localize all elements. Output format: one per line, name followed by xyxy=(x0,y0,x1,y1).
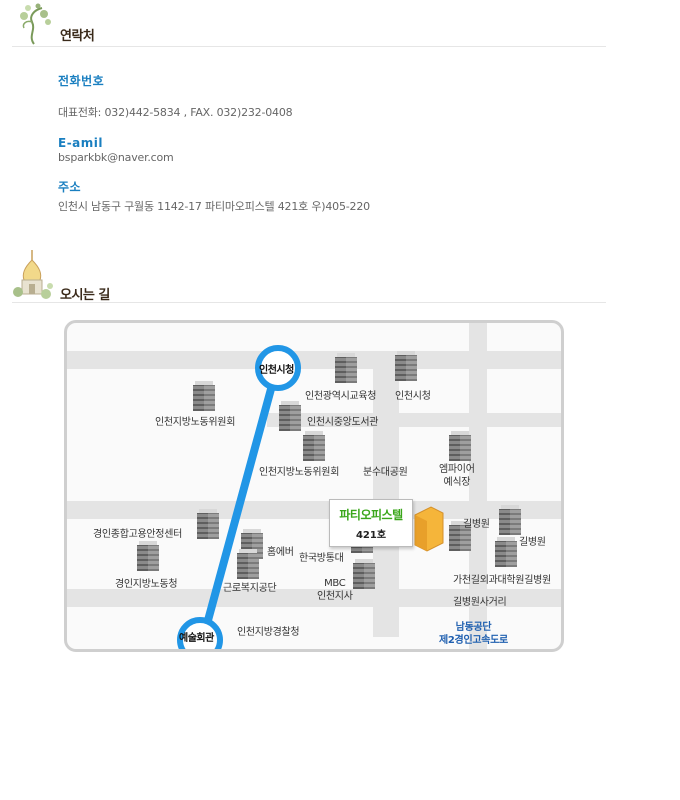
map-road-v1 xyxy=(373,351,399,637)
address-text: 인천시 남동구 구월동 1142-17 파티마오피스텔 421호 우)405-2… xyxy=(58,200,370,213)
building-labor-office xyxy=(137,541,159,571)
building-central-library xyxy=(279,401,301,431)
label-employment-center: 경인종합고용안정센터 xyxy=(93,529,183,540)
target-callout[interactable]: 파티오피스텔 421호 xyxy=(329,499,413,547)
building-gil-hospital-2 xyxy=(449,521,471,551)
label-labor-committee-1: 인천지방노동위원회 xyxy=(155,417,236,428)
building-empire-hall xyxy=(449,431,471,461)
building-employment-center xyxy=(197,509,219,539)
target-name: 파티오피스텔 xyxy=(339,508,403,522)
building-welfare xyxy=(237,549,259,579)
onion-dome-ornament-icon xyxy=(13,250,53,299)
station-top-marker[interactable] xyxy=(255,345,301,391)
label-kbs: 한국방통대 xyxy=(299,553,344,564)
map-road-v2 xyxy=(469,323,487,649)
email-text[interactable]: bsparkbk@naver.com xyxy=(58,151,174,164)
label-bunsu-park: 분수대공원 xyxy=(363,467,408,478)
contact-title: 연락처 xyxy=(60,29,95,44)
address-label: 주소 xyxy=(58,180,82,194)
label-gil-hospital-2: 길병원 xyxy=(519,537,546,548)
building-gachon xyxy=(495,537,517,567)
label-empire-hall: 엠파이어 예식장 xyxy=(439,464,475,488)
label-gachon: 가천길외과대학원길병원 xyxy=(453,575,551,586)
map-road-h4 xyxy=(67,589,561,607)
building-gil-hospital-1 xyxy=(499,505,521,535)
label-home-ever: 홈에버 xyxy=(267,547,294,558)
station-bottom-label: 예술회관 xyxy=(179,633,214,644)
building-education-office xyxy=(335,353,357,383)
station-top-label: 인천시청 xyxy=(259,365,294,376)
label-education-office: 인천광역시교육청 xyxy=(305,391,377,402)
label-central-library: 인천시중앙도서관 xyxy=(307,417,379,428)
location-map: 인천시청 예술회관 파티오피스텔 421호 인천광역시교육청 인천시청 인천지방… xyxy=(64,320,564,652)
label-welfare: 근로복지공단 xyxy=(223,583,277,594)
label-labor-committee-2: 인천지방노동위원회 xyxy=(259,467,340,478)
label-labor-office: 경인지방노동청 xyxy=(115,579,178,590)
email-label: E-amil xyxy=(58,136,104,150)
building-labor-committee-2 xyxy=(303,431,325,461)
contact-divider xyxy=(12,46,606,47)
label-city-hall: 인천시청 xyxy=(395,391,431,402)
building-city-hall xyxy=(395,351,417,381)
directions-title: 오시는 길 xyxy=(60,288,110,303)
label-mbc: MBC 인천지사 xyxy=(317,578,353,602)
phone-text: 대표전화: 032)442-5834 , FAX. 032)232-0408 xyxy=(58,106,293,119)
label-police: 인천지방경찰청 xyxy=(237,627,300,638)
directions-divider xyxy=(12,302,606,303)
subway-route-line xyxy=(200,365,281,637)
target-room: 421호 xyxy=(355,530,387,541)
building-mbc xyxy=(353,559,375,589)
phone-label: 전화번호 xyxy=(58,74,105,88)
building-labor-committee-1 xyxy=(193,381,215,411)
label-namdong: 남동공단 제2경인고속도로 xyxy=(439,622,508,646)
station-bottom-marker[interactable] xyxy=(177,617,223,649)
label-gil-intersection: 길병원사거리 xyxy=(453,597,507,608)
map-road-h2 xyxy=(267,413,561,427)
map-road-h1 xyxy=(67,351,561,369)
vine-ornament-icon xyxy=(20,3,51,45)
target-building-icon[interactable] xyxy=(411,505,445,553)
label-gil-hospital-1: 길병원 xyxy=(463,519,490,530)
